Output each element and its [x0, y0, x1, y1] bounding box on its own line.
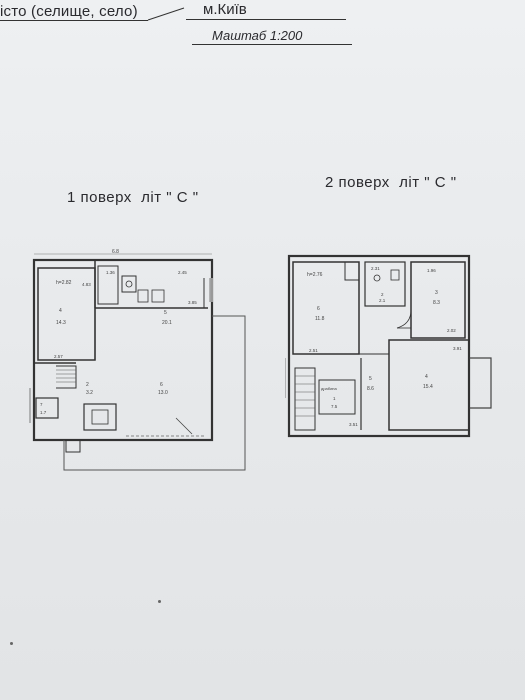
- dim: 2.51: [309, 348, 318, 353]
- room-area: 7.5: [331, 404, 338, 409]
- city-name: м.Київ: [203, 1, 247, 18]
- dim: 4.83: [82, 282, 91, 287]
- dim: 2.57: [54, 354, 63, 359]
- room-number: 5: [369, 376, 372, 382]
- divider-slash: [147, 7, 185, 21]
- dim: 2.02: [447, 328, 456, 333]
- room-area: 20.1: [162, 320, 172, 326]
- underline: [192, 44, 352, 45]
- room-area: 3.2: [86, 390, 93, 396]
- dim: 3.85: [188, 300, 197, 305]
- floor-1-plan: 6.8 h=2.82 4.83 4 14.3 2.57 1.36 2.45 3.…: [26, 248, 256, 473]
- dim-wc: 1.36: [106, 270, 115, 275]
- room-area: 15.4: [423, 384, 433, 390]
- room-number: 6: [317, 306, 320, 312]
- room-number: 2: [381, 292, 384, 297]
- room-number: 5: [164, 310, 167, 316]
- room-area: 1.7: [40, 410, 47, 415]
- room-area: 8.6: [367, 386, 374, 392]
- room-number: 6: [160, 382, 163, 388]
- dim: 2.45: [178, 270, 187, 275]
- room-number: 1: [333, 396, 336, 401]
- room-area: 11.8: [315, 316, 325, 322]
- room-area: 14.3: [56, 320, 66, 326]
- room-area: 13.0: [158, 390, 168, 396]
- floor-1-title: 1 поверх літ " С ": [67, 189, 199, 206]
- speck: [158, 600, 161, 603]
- room-number: 4: [59, 308, 62, 314]
- floor-2-title: 2 поверх літ " С ": [325, 174, 457, 191]
- room-number: 7: [40, 402, 43, 407]
- dim: 1.96: [427, 268, 436, 273]
- room-height: h=2.82: [56, 280, 72, 286]
- dim: 3.51: [349, 422, 358, 427]
- dim-top: 6.8: [112, 249, 119, 255]
- room-area: 2.1: [379, 298, 386, 303]
- room-number: 2: [86, 382, 89, 388]
- speck: [10, 642, 13, 645]
- room-number: 4: [425, 374, 428, 380]
- scale-label: Маштаб 1:200: [212, 28, 303, 43]
- underline: [186, 19, 346, 20]
- room-area: 8.3: [433, 300, 440, 306]
- dim-wc: 2.31: [371, 266, 380, 271]
- settlement-label: істо (селище, село): [0, 3, 138, 20]
- floor-2-plan: h=2.76 6 11.8 2.51 2.31 2 2.1 1.96 3 8.3…: [285, 248, 505, 443]
- room-height: h=2.76: [307, 272, 323, 278]
- underline: [0, 20, 148, 21]
- dim: 3.91: [453, 346, 462, 351]
- room-number: драбина: [321, 386, 338, 391]
- room-number: 3: [435, 290, 438, 296]
